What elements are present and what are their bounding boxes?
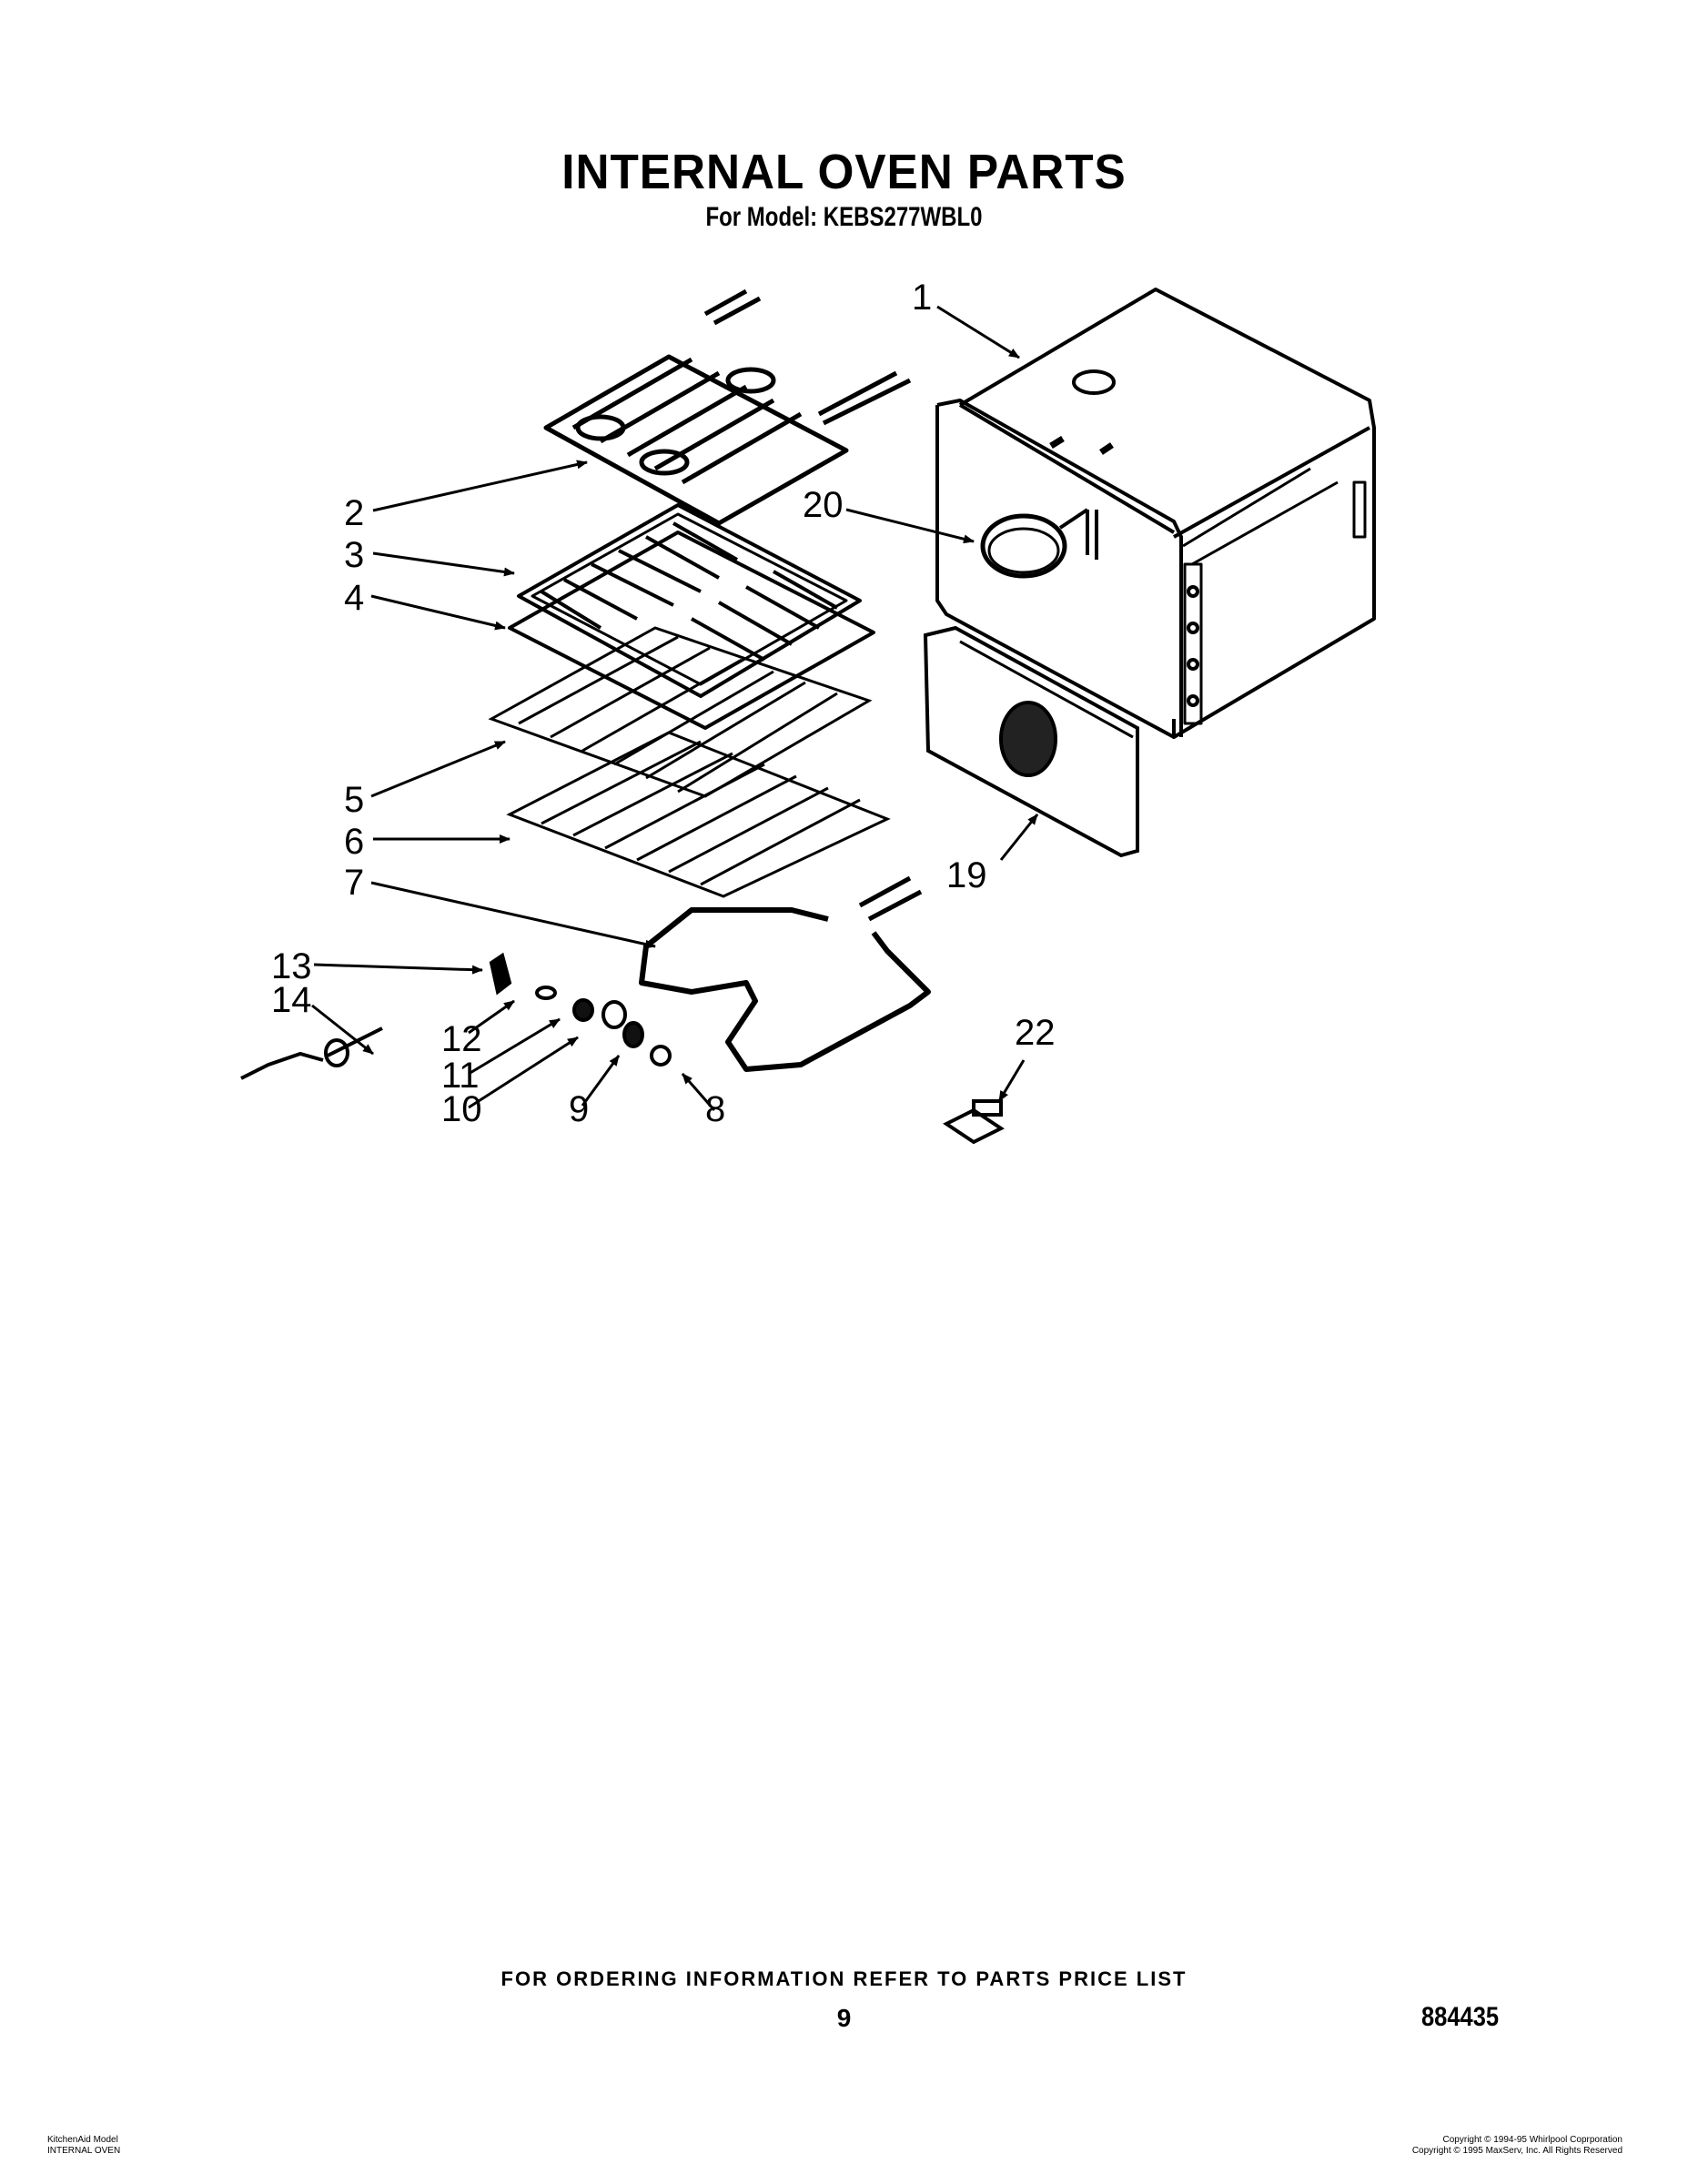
callout-11: 11 [441, 1056, 480, 1096]
callout-7: 7 [344, 863, 364, 903]
callout-labels: 1 2 3 4 5 6 7 13 14 12 11 10 9 8 19 20 2… [271, 278, 1056, 1129]
callout-5: 5 [344, 780, 364, 820]
callout-1: 1 [912, 278, 932, 318]
callout-10: 10 [441, 1089, 482, 1129]
callout-6: 6 [344, 822, 364, 862]
broiler-pan-part [508, 503, 875, 730]
footer-copyright: Copyright © 1994-95 Whirlpool Coprporati… [1412, 2135, 1622, 2157]
copyright-maxserv: Copyright © 1995 MaxServ, Inc. All Right… [1411, 2146, 1622, 2156]
exploded-parts-diagram: 1 2 3 4 5 6 7 13 14 12 11 10 9 8 19 20 2… [240, 278, 1376, 1145]
callout-4: 4 [344, 578, 364, 618]
oven-cavity-part [935, 288, 1376, 739]
ordering-note: FOR ORDERING INFORMATION REFER TO PARTS … [500, 1967, 1188, 1990]
callout-19: 19 [946, 855, 987, 895]
page-number: 9 [836, 2004, 852, 2032]
footer-brand-model: KitchenAid Model [47, 2135, 118, 2145]
small-hardware-parts [240, 952, 1005, 1145]
callout-14: 14 [271, 980, 312, 1020]
leader-lines [311, 305, 1039, 1111]
back-panel-part [923, 625, 1139, 858]
document-number: 884435 [1421, 2002, 1500, 2032]
callout-12: 12 [441, 1019, 482, 1059]
footer-left: KitchenAid Model INTERNAL OVEN [47, 2135, 120, 2157]
callout-22: 22 [1015, 1013, 1056, 1053]
oven-racks-part [488, 626, 891, 898]
footer-section: INTERNAL OVEN [47, 2146, 121, 2156]
callout-2: 2 [344, 493, 364, 533]
callout-3: 3 [344, 535, 364, 575]
broil-element-part [543, 288, 912, 526]
page-title: INTERNAL OVEN PARTS [561, 145, 1127, 199]
copyright-whirlpool: Copyright © 1994-95 Whirlpool Coprporati… [1442, 2135, 1622, 2145]
callout-13: 13 [271, 946, 312, 986]
callout-20: 20 [803, 485, 844, 525]
bake-element-part [639, 875, 931, 1072]
callout-8: 8 [705, 1089, 725, 1129]
model-subtitle: For Model: KEBS277WBL0 [705, 202, 983, 232]
callout-9: 9 [569, 1089, 589, 1129]
